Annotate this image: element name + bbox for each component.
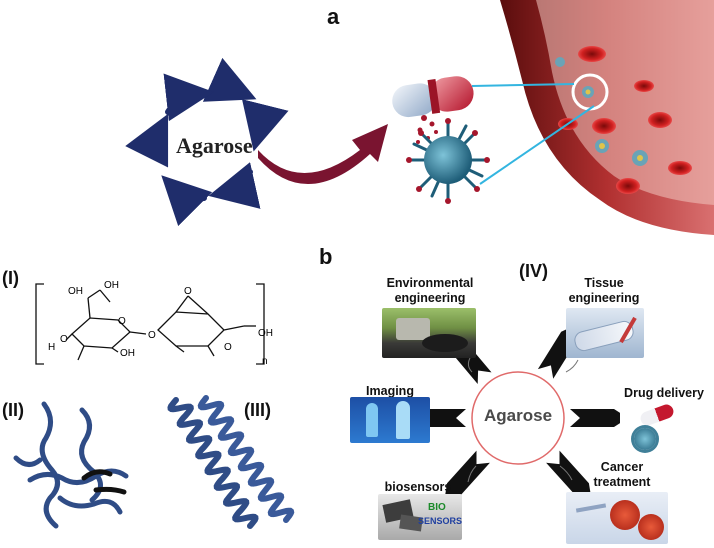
- panel-a-label: a: [327, 4, 340, 29]
- environmental-line2: engineering: [394, 291, 466, 305]
- virus-particle: [406, 118, 490, 204]
- label-tissue: Tissue engineering: [560, 276, 648, 306]
- label-iii: (III): [244, 400, 271, 420]
- helix-strand: [197, 395, 295, 523]
- cycle-arrows: [125, 57, 289, 227]
- label-drug-delivery: Drug delivery: [616, 386, 712, 401]
- drug-delivery-thumbnail: [620, 404, 680, 454]
- h-atom: H: [48, 342, 55, 353]
- label-biosensors: biosensors: [376, 480, 460, 495]
- n-subscript: n: [262, 356, 268, 367]
- cancer-line2: treatment: [593, 475, 651, 489]
- oh-top: OH: [104, 280, 119, 291]
- o-left: O: [60, 334, 68, 345]
- environmental-thumbnail: [382, 308, 476, 358]
- o-ring-1: O: [118, 316, 126, 327]
- label-ii: (II): [2, 400, 24, 420]
- tissue-line1: Tissue: [584, 276, 624, 290]
- tissue-line2: engineering: [568, 291, 640, 305]
- oh-right: OH: [258, 328, 273, 339]
- o-ring-2: O: [224, 342, 232, 353]
- cancer-thumbnail: [566, 492, 668, 544]
- agarose-label-top: Agarose: [176, 133, 253, 158]
- imaging-line1: Imaging: [366, 384, 414, 398]
- oh-bottom: OH: [120, 348, 135, 359]
- hub-spoke-arrow: [444, 450, 490, 500]
- bio-badge-top: BIO: [428, 502, 446, 513]
- maroon-arrow: [258, 124, 388, 185]
- drug-line1: Drug delivery: [624, 386, 704, 400]
- environmental-line1: Environmental: [386, 276, 474, 290]
- o-bridge: O: [184, 286, 192, 297]
- oh-top-left: OH: [68, 286, 83, 297]
- panel-b-label: b: [319, 244, 333, 269]
- biosensors-line1: biosensors: [384, 480, 452, 494]
- blood-vessel: [500, 0, 714, 235]
- imaging-thumbnail: [350, 397, 430, 443]
- bio-badge-bottom: SENSORS: [418, 516, 462, 526]
- label-imaging: Imaging: [350, 384, 430, 399]
- label-cancer: Cancer treatment: [580, 460, 664, 490]
- biosensors-thumbnail: BIO SENSORS: [378, 494, 462, 540]
- capsule: [392, 76, 474, 118]
- helix-strand: [167, 397, 259, 529]
- hub-spoke-arrow: [570, 409, 628, 427]
- cancer-line1: Cancer: [600, 460, 644, 474]
- label-iv: (IV): [519, 261, 548, 281]
- agarose-hub-label: Agarose: [484, 406, 553, 425]
- o-link: O: [148, 330, 156, 341]
- tissue-thumbnail: [566, 308, 644, 358]
- label-i: (I): [2, 268, 19, 288]
- zoom-lines: [471, 83, 595, 185]
- label-environmental: Environmental engineering: [372, 276, 488, 306]
